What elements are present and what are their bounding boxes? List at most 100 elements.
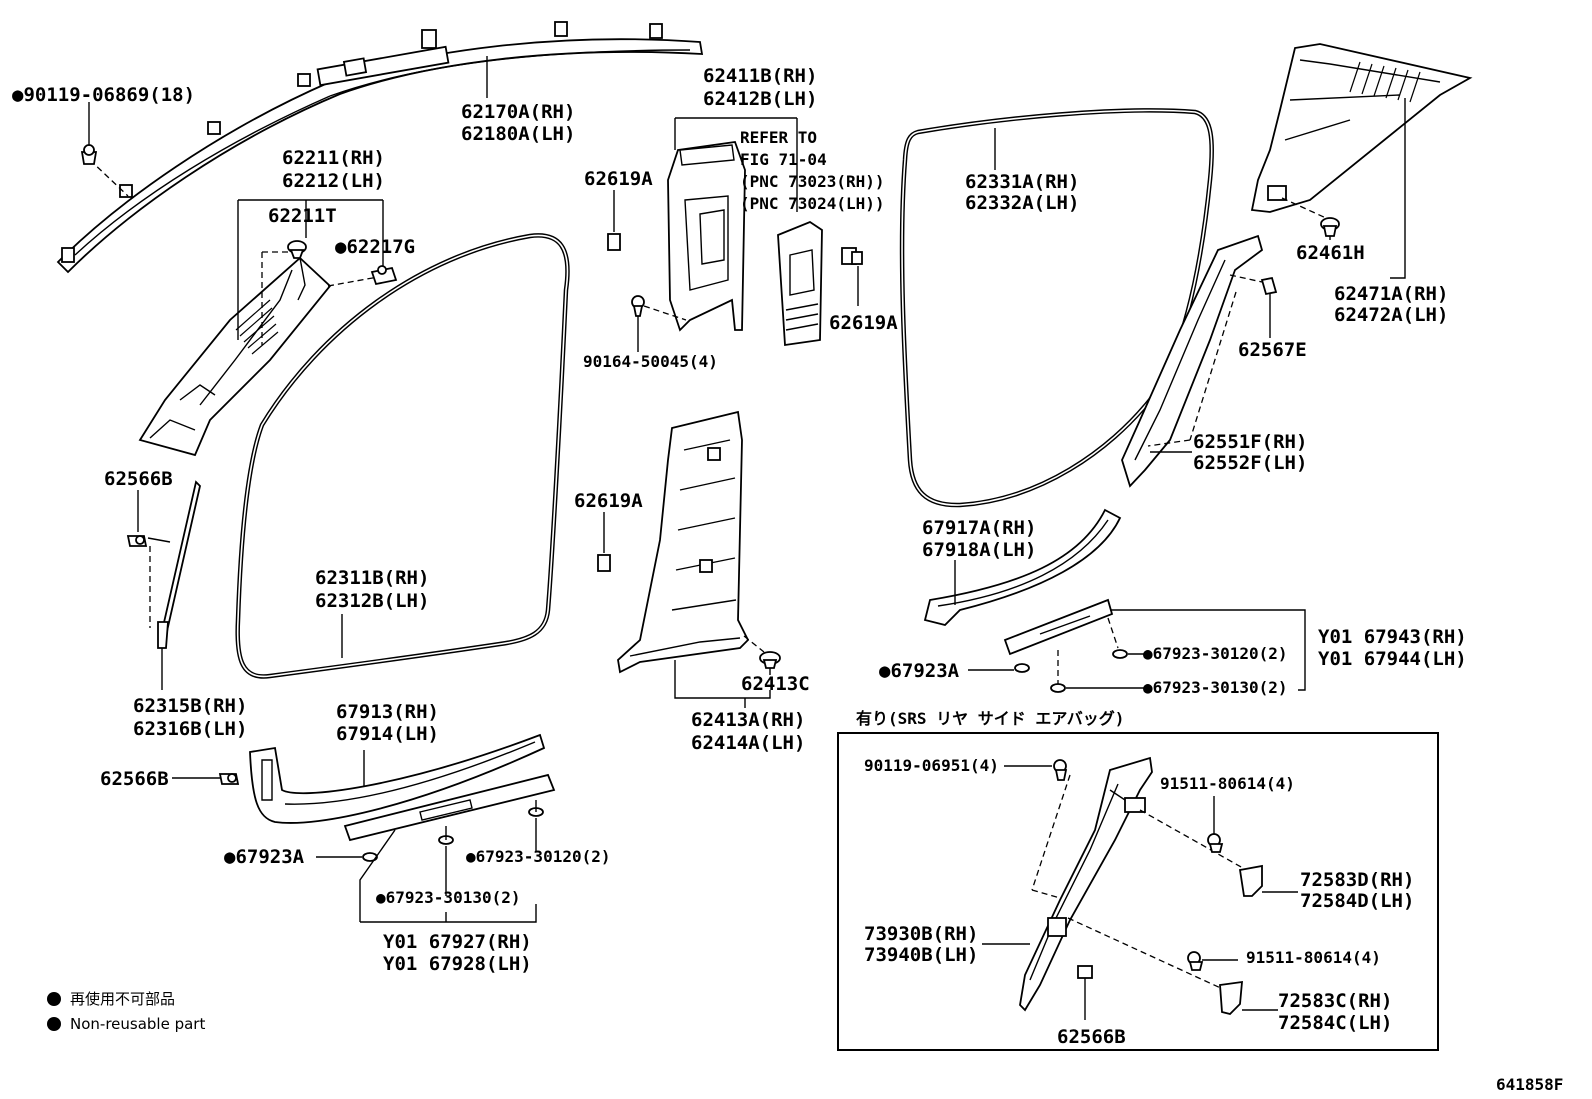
label-refer-line2: FIG 71-04: [740, 150, 827, 169]
label-front-plate-lh: Y01 67928(LH): [383, 953, 532, 975]
label-rear-pillar-garnish-rh: 62551F(RH): [1193, 431, 1307, 453]
rear-pillar-airbag-drawing: [1019, 756, 1153, 1012]
label-center-pillar-upper-rh: 62411B(RH): [703, 65, 817, 87]
bolt-91511-lower-icon: [1187, 951, 1204, 971]
label-rear-door-weatherstrip-rh: 62331A(RH): [965, 171, 1079, 193]
label-front-scuff-rh: 67913(RH): [336, 701, 439, 723]
label-roof-side-garnish-lh: 62472A(LH): [1334, 304, 1448, 326]
label-front-door-weatherstrip-rh: 62311B(RH): [315, 567, 429, 589]
label-rear-plate-lh: Y01 67944(LH): [1318, 648, 1467, 670]
clip-62211t-icon: [287, 240, 307, 259]
label-box-bolt-upper: 91511-80614(4): [1160, 774, 1295, 793]
label-box-bracket-c-rh: 72583C(RH): [1278, 990, 1392, 1012]
front-pillar-lower-drawing: [157, 480, 201, 649]
bracket-72583c-icon: [1219, 980, 1243, 1015]
callout-labels: ●90119-06869(18) 62170A(RH) 62180A(LH) 6…: [12, 65, 1563, 1094]
rear-scuff-plate-drawing: [923, 508, 1122, 626]
label-box-bracket-d-rh: 72583D(RH): [1300, 869, 1414, 891]
label-rear-door-weatherstrip-lh: 62332A(LH): [965, 192, 1079, 214]
screw-90119-06951-icon: [1053, 759, 1068, 781]
label-box-airbag-rh: 73930B(RH): [864, 923, 978, 945]
label-box-airbag-lh: 73940B(LH): [864, 944, 978, 966]
bolt-91511-upper-icon: [1207, 833, 1224, 853]
label-front-door-weatherstrip-lh: 62312B(LH): [315, 590, 429, 612]
label-box-bracket-c-lh: 72584C(LH): [1278, 1012, 1392, 1034]
center-pillar-seatbelt-cover-drawing: [777, 220, 823, 347]
clip-62619a-upper-icon: [607, 233, 621, 251]
label-clip-62567e: 62567E: [1238, 339, 1307, 361]
label-refer-line4: (PNC 73024(LH)): [740, 194, 885, 213]
label-a-pillar-screw: ●90119-06869(18): [12, 84, 195, 106]
label-front-pillar-clip-g: ●62217G: [335, 236, 415, 258]
label-front-scuff-lh: 67914(LH): [336, 723, 439, 745]
label-front-pillar-clip-t: 62211T: [268, 205, 337, 227]
screw-90119-06869-icon: [80, 144, 98, 165]
clip-67923-rear-icons: [1014, 649, 1128, 693]
label-box-screw-90119: 90119-06951(4): [864, 756, 999, 775]
label-rear-pillar-garnish-lh: 62552F(LH): [1193, 452, 1307, 474]
screw-90164-50045-icon: [631, 295, 645, 317]
clip-62566b-upper-icon: [126, 535, 148, 547]
label-box-clip-62566b: 62566B: [1057, 1026, 1126, 1048]
label-front-plate-rh: Y01 67927(RH): [383, 931, 532, 953]
clip-62619a-mid-icon: [597, 554, 611, 572]
label-center-pillar-clip: 62413C: [741, 673, 810, 695]
label-clip-62619a-right: 62619A: [829, 312, 898, 334]
bracket-72583d-icon: [1238, 864, 1263, 897]
front-door-weatherstrip-drawing: [235, 233, 570, 679]
label-center-pillar-upper-lh: 62412B(LH): [703, 88, 817, 110]
label-refer-line1: REFER TO: [740, 128, 817, 147]
label-roof-side-garnish-rh: 62471A(RH): [1334, 283, 1448, 305]
clip-62217g-icon: [370, 265, 398, 286]
label-front-pillar-garnish-lh: 62212(LH): [282, 170, 385, 192]
front-pillar-garnish-drawing: [138, 256, 332, 457]
label-rear-clip-a: ●67923A: [879, 660, 960, 682]
label-roof-side-airbag-lh: 62180A(LH): [461, 123, 575, 145]
label-front-pillar-lower-lh: 62316B(LH): [133, 718, 247, 740]
center-pillar-lower-drawing: [617, 410, 750, 674]
clip-62619a-right-icon: [841, 247, 863, 265]
label-box-bracket-d-lh: 72584D(LH): [1300, 890, 1414, 912]
label-refer-line3: (PNC 73023(RH)): [740, 172, 885, 191]
label-rear-plate-rh: Y01 67943(RH): [1318, 626, 1467, 648]
label-clip-62566b-upper: 62566B: [104, 468, 173, 490]
label-clip-62461h: 62461H: [1296, 242, 1365, 264]
label-clip-62619a-mid: 62619A: [574, 490, 643, 512]
front-scuff-plate-drawing: [249, 733, 546, 824]
clip-62567e-icon: [1260, 276, 1278, 296]
clip-62413c-icon: [759, 651, 781, 669]
srs-airbag-box: [837, 732, 1439, 1051]
clip-62461h-icon: [1320, 217, 1340, 237]
label-box-title: 有り(SRS リヤ サイド エアバッグ): [856, 709, 1124, 728]
figure-id: 641858F: [1496, 1075, 1563, 1094]
label-front-clip-30120: ●67923-30120(2): [466, 847, 611, 866]
label-front-pillar-garnish-rh: 62211(RH): [282, 147, 385, 169]
label-clip-62619a-upper: 62619A: [584, 168, 653, 190]
label-rear-clip-30120: ●67923-30120(2): [1143, 644, 1288, 663]
label-front-clip-30130: ●67923-30130(2): [376, 888, 521, 907]
roof-side-garnish-drawing: [1250, 43, 1473, 213]
legend-text-jp: 再使用不可部品: [70, 990, 175, 1008]
clip-62566b-lower-icon: [218, 773, 240, 785]
legend-dot-jp: [47, 992, 61, 1006]
roof-side-airbag-drawing: [56, 21, 704, 274]
clip-62566b-box-icon: [1077, 965, 1093, 979]
center-pillar-upper-drawing: [667, 141, 746, 332]
label-roof-side-airbag-rh: 62170A(RH): [461, 101, 575, 123]
rear-step-plate-drawing: [1003, 598, 1114, 656]
clip-67923-front-icons: [362, 800, 544, 862]
label-rear-scuff-lh: 67918A(LH): [922, 539, 1036, 561]
label-center-pillar-lower-lh: 62414A(LH): [691, 732, 805, 754]
legend-dot-en: [47, 1017, 61, 1031]
rear-door-weatherstrip-drawing: [899, 108, 1214, 508]
label-box-bolt-lower: 91511-80614(4): [1246, 948, 1381, 967]
label-front-clip-a: ●67923A: [224, 846, 305, 868]
label-screw-90164: 90164-50045(4): [583, 352, 718, 371]
label-center-pillar-lower-rh: 62413A(RH): [691, 709, 805, 731]
front-step-plate-drawing: [343, 773, 556, 842]
legend-text-en: Non-reusable part: [70, 1015, 205, 1033]
label-rear-clip-30130: ●67923-30130(2): [1143, 678, 1288, 697]
label-front-pillar-lower-rh: 62315B(RH): [133, 695, 247, 717]
rear-pillar-garnish-drawing: [1121, 234, 1264, 488]
